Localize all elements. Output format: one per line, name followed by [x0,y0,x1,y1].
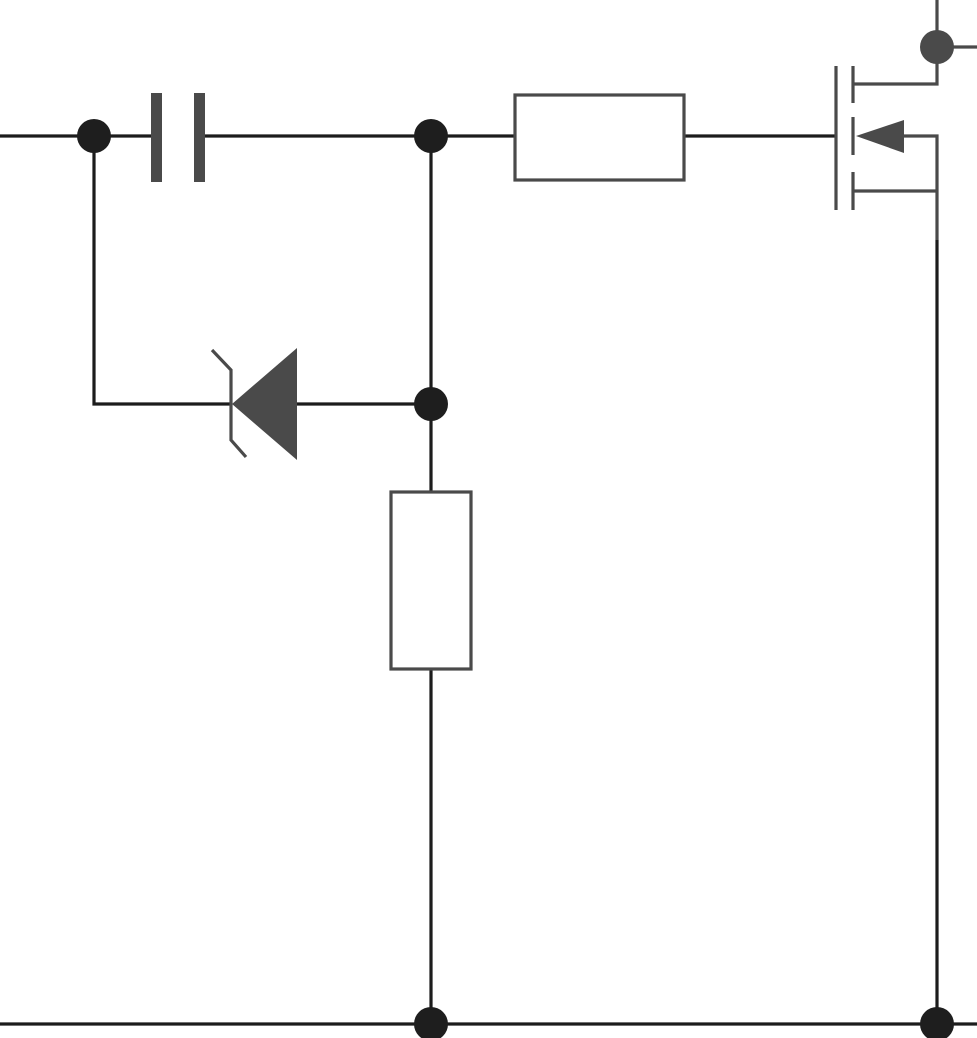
node-input [77,119,111,153]
zener-left-wire [92,136,232,406]
capacitor-plate-right [194,93,205,182]
resistor-vertical [389,490,473,671]
node-ground-left [414,1007,448,1038]
junction-nodes [77,30,954,1038]
wires [0,134,977,1026]
resistor-horizontal [513,93,686,182]
capacitor [151,93,205,182]
capacitor-plate-left [151,93,162,182]
zener-cathode-bar [210,348,248,459]
zener-triangle [232,348,297,460]
mosfet [834,0,977,240]
mosfet-drain-wire [853,0,939,86]
node-mid [414,387,448,421]
zener-diode [210,348,297,460]
mosfet-arrow [856,120,904,153]
node-ground-right [920,1007,954,1038]
node-gate-junction [414,119,448,153]
node-drain [920,30,954,64]
